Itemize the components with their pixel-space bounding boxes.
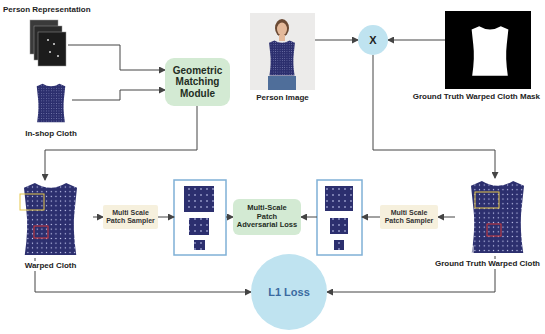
connector (93, 217, 103, 218)
image-caption: Ground Truth Warped Cloth Mask (412, 92, 541, 102)
loss-circle: L1 Loss (251, 254, 327, 330)
image-node: Ground Truth Warped Cloth Mask (445, 11, 531, 89)
connector (45, 106, 197, 180)
connector (438, 217, 455, 218)
node-label: X (369, 34, 376, 47)
cloth-mask (445, 11, 531, 89)
node-label: Geometric Matching Module (168, 65, 227, 100)
image-caption: In-shop Cloth (24, 129, 78, 139)
connector (72, 90, 165, 100)
process-box: Geometric Matching Module (165, 58, 230, 106)
image-caption: Ground Truth Warped Cloth (434, 259, 541, 269)
gt-warped-cloth (466, 181, 524, 253)
node-label: Multi Scale Patch Sampler (383, 209, 435, 225)
loss-box: Multi-Scale Patch Adversarial Loss (233, 199, 301, 235)
image-node: Person Image (250, 13, 315, 90)
patch-set (317, 180, 362, 255)
person-photo (250, 13, 315, 90)
node-label: L1 Loss (268, 286, 310, 299)
node-label: Multi Scale Patch Sampler (106, 209, 155, 225)
in-shop-cloth (37, 84, 66, 123)
image-node: In-shop Cloth (30, 80, 72, 126)
warped-cloth (14, 183, 77, 255)
image-caption: Person Image (255, 93, 309, 103)
patch-set (174, 180, 226, 255)
connector (68, 45, 165, 70)
sampler-box: Multi Scale Patch Sampler (380, 205, 438, 229)
image-node: Warped Cloth (8, 180, 93, 258)
image-caption: Warped Cloth (24, 261, 78, 271)
connector (373, 55, 495, 178)
sampler-box: Multi Scale Patch Sampler (103, 205, 158, 229)
node-label: Multi-Scale Patch Adversarial Loss (236, 204, 298, 230)
pose-maps (30, 20, 66, 66)
image-node: Ground Truth Warped Cloth (455, 178, 540, 256)
connector (315, 40, 358, 41)
image-node: Person Representation (28, 18, 68, 73)
connector (388, 40, 445, 41)
image-caption: Person Representation (2, 5, 92, 15)
operator-circle: X (358, 25, 388, 55)
